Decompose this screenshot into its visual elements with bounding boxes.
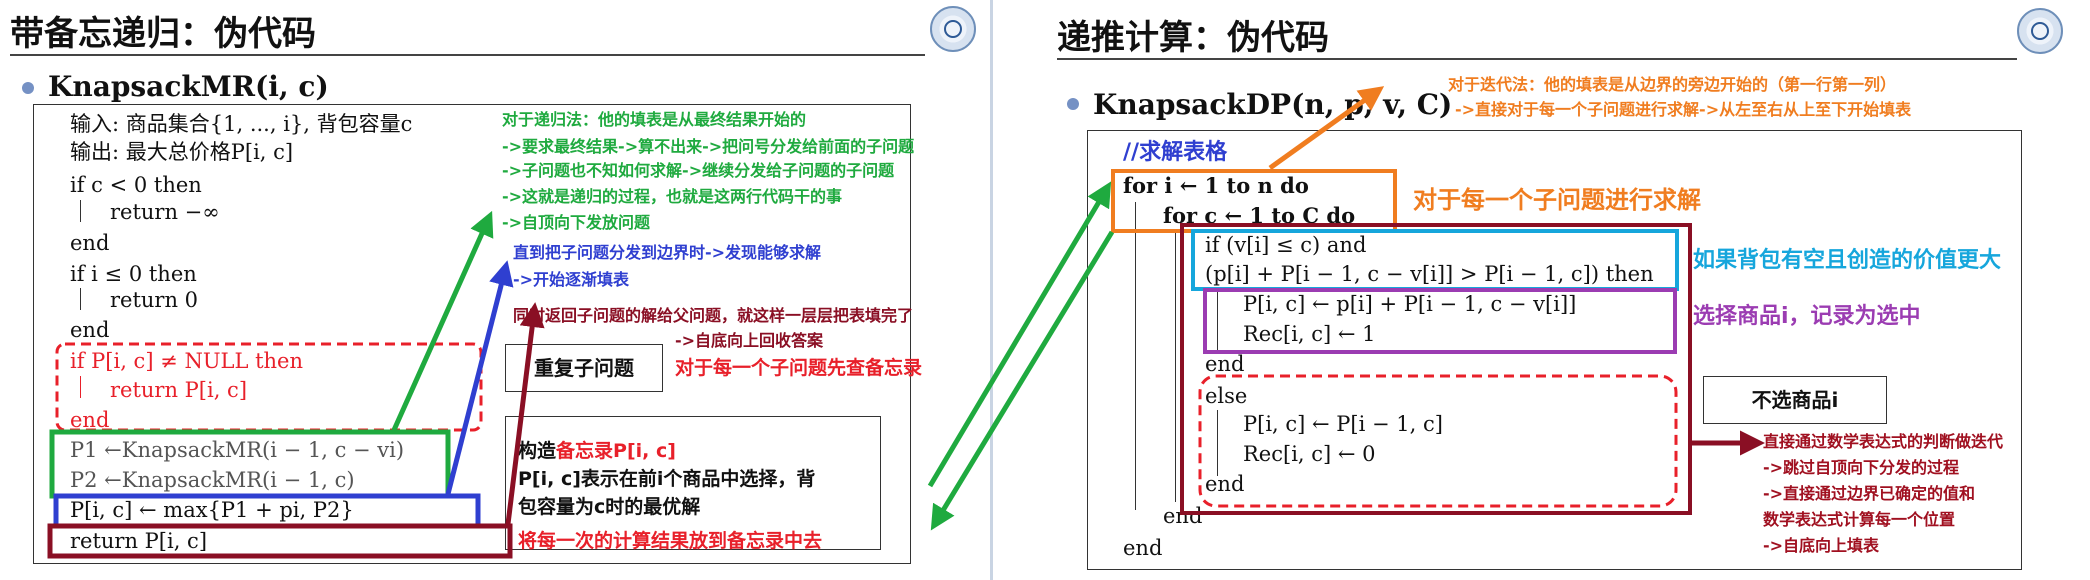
dred-note-4: 数学表达式计算每一个位置 [1763, 510, 1956, 529]
green-note-4: ->这就是递归的过程，也就是这两行代码干的事 [502, 187, 843, 206]
code-p1: P1 ←KnapsackMR(i − 1, c − vi) [70, 438, 405, 462]
code-return: return P[i, c] [70, 529, 208, 553]
code-if-memo: if P[i, c] ≠ NULL then [70, 349, 304, 373]
memo-check-note: 对于每一个子问题先查备忘录 [675, 357, 923, 379]
left-function-signature: KnapsackMR(i, c) [48, 70, 329, 103]
memo-explain-line2: P[i, c]表示在前i个商品中选择，背 [518, 468, 816, 490]
memo-store-note: 将每一次的计算结果放到备忘录中去 [518, 530, 823, 552]
purple-note: 选择商品i，记录为选中 [1693, 304, 1921, 329]
code-assign-skip: P[i, c] ← P[i − 1, c] [1243, 412, 1443, 436]
code-output: 输出: 最大总价格P[i, c] [70, 140, 294, 164]
code-if-line1: if (v[i] ≤ c) and [1205, 233, 1367, 257]
code-for-i: for i ← 1 to n do [1123, 173, 1309, 198]
bullet-icon [22, 82, 34, 94]
university-logo-icon [930, 6, 976, 52]
code-end-else: end [1205, 472, 1245, 496]
code-assign-select: P[i, c] ← p[i] + P[i − 1, c − v[i]] [1243, 292, 1577, 316]
right-slide: 递推计算：伪代码 KnapsackDP(n, p, v, C) //求解表格 f… [995, 0, 2090, 580]
code-rec-select: Rec[i, c] ← 1 [1243, 322, 1376, 346]
right-title-rule [1057, 58, 2017, 60]
code-end-for-c: end [1163, 504, 1203, 528]
code-return-memo: return P[i, c] [110, 378, 248, 402]
memo-explain-line3: 包容量为c时的最优解 [518, 496, 701, 518]
code-end2: end [70, 318, 110, 342]
dred-note-1: 直接通过数学表达式的判断做迭代 [1763, 432, 2004, 451]
code-end3: end [70, 408, 110, 432]
not-select-label: 不选商品i [1703, 376, 1887, 424]
university-logo-icon [2017, 8, 2063, 54]
green-note-1: 对于递归法：他的填表是从最终结果开始的 [502, 110, 807, 129]
code-input: 输入: 商品集合{1, ..., i}, 背包容量c [70, 112, 413, 136]
pane-divider [990, 0, 993, 580]
code-if-line2: (p[i] + P[i − 1, c − v[i]] > P[i − 1, c]… [1205, 262, 1654, 286]
code-return-zero: return 0 [110, 288, 199, 312]
dred-note-5: ->自底向上填表 [1763, 536, 1880, 555]
dred-note-2: ->跳过自顶向下分发的过程 [1763, 458, 1960, 477]
orange-note-2: ->直接对于每一个子问题进行求解->从左至右从上至下开始填表 [1455, 100, 1912, 119]
code-if-i: if i ≤ 0 then [70, 262, 197, 286]
orange-subproblem-note: 对于每一个子问题进行求解 [1413, 186, 1701, 214]
green-note-3: ->子问题也不知如何求解->继续分发给子问题的子问题 [502, 161, 895, 180]
code-end-if: end [1205, 352, 1245, 376]
code-else: else [1205, 384, 1248, 408]
code-max: P[i, c] ← max{P1 + pi, P2} [70, 498, 354, 522]
orange-note-1: 对于迭代法：他的填表是从边界的旁边开始的（第一行第一列） [1448, 75, 1897, 94]
right-function-signature: KnapsackDP(n, p, v, C) [1093, 88, 1453, 121]
blue-note-2: ->开始逐渐填表 [513, 270, 630, 289]
left-slide: 带备忘递归：伪代码 KnapsackMR(i, c) 输入: 商品集合{1, .… [0, 0, 990, 580]
blue-note-1: 直到把子问题分发到边界时->发现能够求解 [513, 243, 822, 262]
code-if-c: if c < 0 then [70, 173, 202, 197]
cyan-note: 如果背包有空且创造的价值更大 [1693, 248, 2002, 273]
code-rec-skip: Rec[i, c] ← 0 [1243, 442, 1376, 466]
code-return-inf: return −∞ [110, 200, 220, 224]
code-end1: end [70, 231, 110, 255]
repeat-subproblem-label: 重复子问题 [505, 344, 663, 392]
maroon-note-1: 同时返回子问题的解给父问题，就这样一层层把表填完了 [513, 306, 914, 325]
code-for-c: for c ← 1 to C do [1163, 203, 1356, 228]
code-p2: P2 ←KnapsackMR(i − 1, c) [70, 468, 355, 492]
bullet-icon [1067, 98, 1079, 110]
right-slide-title: 递推计算：伪代码 [1057, 18, 1329, 58]
memo-highlight: 备忘录P[i, c] [556, 440, 676, 462]
green-note-5: ->自顶向下发放问题 [502, 213, 651, 232]
left-title-rule [10, 54, 925, 56]
maroon-note-2: ->自底向上回收答案 [675, 331, 824, 350]
dred-note-3: ->直接通过边界已确定的值和 [1763, 484, 1976, 503]
code-comment: //求解表格 [1123, 140, 1228, 165]
code-end-for-i: end [1123, 536, 1163, 560]
memo-explain-box [505, 416, 881, 550]
left-slide-title: 带备忘递归：伪代码 [10, 14, 316, 54]
memo-explain-line1: 构造备忘录P[i, c] [518, 440, 676, 462]
green-note-2: ->要求最终结果->算不出来->把问号分发给前面的子问题 [502, 137, 915, 156]
